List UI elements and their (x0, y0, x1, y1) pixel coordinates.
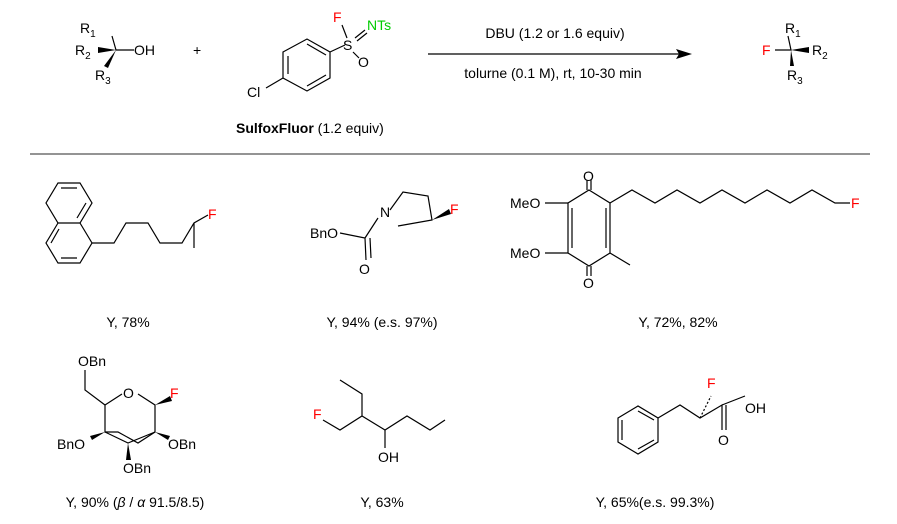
ex3-caption: Y, 72%, 82% (638, 314, 717, 330)
example-2: N BnO F O Y, 94% (e.s. 97%) (310, 191, 459, 330)
ex5-oh: OH (378, 449, 399, 465)
ex6-caption: Y, 65%(e.s. 99.3%) (596, 494, 715, 510)
reagent-caption: SulfoxFluor (1.2 equiv) (236, 120, 384, 136)
sulfoxfluor-structure: F NTs S O Cl SulfoxFluor (1.2 equiv) (236, 9, 391, 136)
ex3-meo-1: MeO (510, 195, 540, 211)
ex1-f: F (208, 206, 217, 222)
product-r2: R2 (812, 42, 828, 62)
example-6: F OH O Y, 65%(e.s. 99.3%) (596, 375, 766, 510)
ex6-f: F (707, 375, 716, 391)
ex3-meo-2: MeO (510, 245, 540, 261)
ex2-o: O (359, 261, 370, 277)
ex4-obn-bottom: OBn (123, 460, 151, 476)
ex3-o-bottom: O (583, 275, 594, 291)
reagent-nts: NTs (367, 17, 391, 33)
ex2-f: F (450, 201, 459, 217)
reagent-o: O (358, 54, 369, 70)
ex4-f: F (170, 385, 179, 401)
example-5: F OH Y, 63% (313, 379, 446, 510)
ex3-f: F (851, 195, 860, 211)
ex2-bno: BnO (310, 225, 338, 241)
ex4-bno: BnO (57, 436, 85, 452)
oh-label: OH (134, 42, 155, 58)
ex6-o: O (718, 432, 729, 448)
ex4-obn-right: OBn (168, 436, 196, 452)
reagent-s: S (343, 37, 352, 53)
example-4: OBn O F BnO OBn OBn Y, 90% (β / α 91.5/8… (57, 353, 204, 510)
product-fluoride: F R1 R2 R3 (762, 20, 828, 87)
ex5-f: F (313, 406, 322, 422)
conditions-top: DBU (1.2 or 1.6 equiv) (485, 25, 624, 41)
r3-label: R3 (95, 67, 111, 87)
ex1-caption: Y, 78% (106, 314, 149, 330)
reagent-f: F (333, 9, 342, 25)
plus-sign: + (193, 42, 201, 58)
ex6-oh: OH (745, 400, 766, 416)
reagent-cl: Cl (247, 84, 260, 100)
ex4-caption: Y, 90% (β / α 91.5/8.5) (66, 494, 205, 510)
ex3-o-top: O (583, 168, 594, 184)
example-1: F Y, 78% (45, 182, 217, 330)
reaction-arrow: DBU (1.2 or 1.6 equiv) tolurne (0.1 M), … (428, 25, 692, 81)
conditions-bottom: tolurne (0.1 M), rt, 10-30 min (464, 65, 641, 81)
reactant-alcohol: R1 R2 R3 OH (75, 20, 155, 87)
r1-label: R1 (80, 20, 96, 40)
ex5-caption: Y, 63% (360, 494, 403, 510)
product-r1: R1 (785, 20, 801, 40)
ex2-n: N (380, 204, 390, 220)
product-f: F (762, 42, 771, 58)
ex4-obn-top: OBn (78, 353, 106, 369)
r2-label: R2 (75, 42, 91, 62)
product-r3: R3 (787, 67, 803, 87)
example-3: MeO MeO O O F Y, 72%, 82% (510, 168, 860, 330)
ex2-caption: Y, 94% (e.s. 97%) (326, 314, 437, 330)
ex4-ring-o: O (123, 385, 134, 401)
